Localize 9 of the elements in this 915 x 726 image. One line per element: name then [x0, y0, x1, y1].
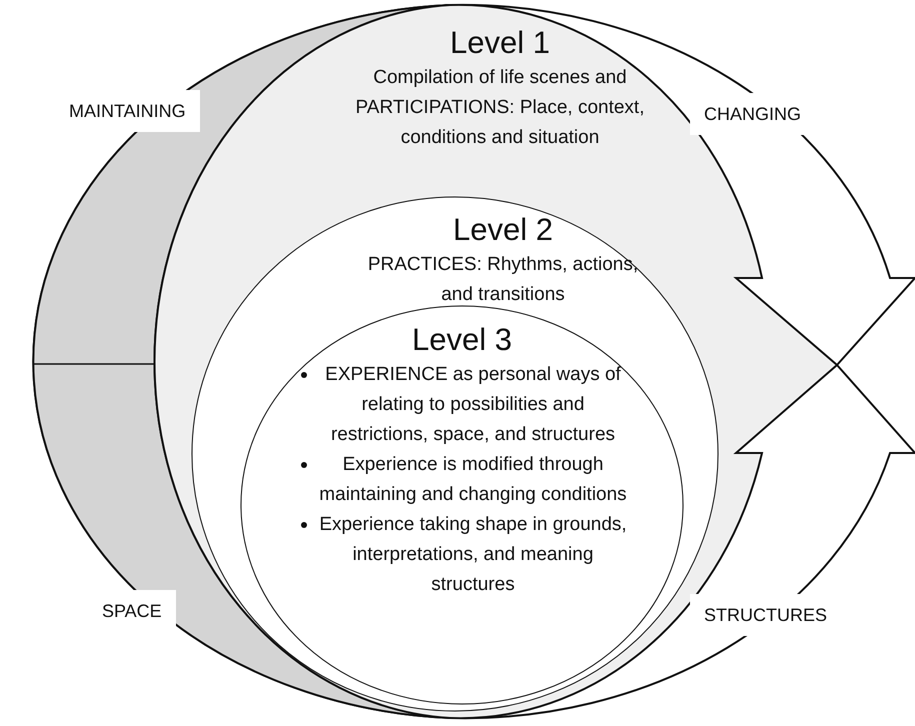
bullet-text: Experience is modified through maintaining and changing conditions [319, 453, 627, 507]
bullet-text: EXPERIENCE as personal ways of relating to possibilities and restrictions, space, and structures [324, 363, 622, 447]
bullet-text: Experience taking shape in grounds, interpretations, and meaning structures [319, 513, 627, 597]
level-heading: Level 2 [452, 212, 554, 248]
level-heading: Level 3 [411, 322, 513, 358]
level-circle [240, 305, 684, 705]
level-heading: Level 1 [449, 25, 551, 61]
level-description: Compilation of life scenes and PARTICIPATIONS: Place, context, conditions and situation [354, 66, 646, 150]
level-description: PRACTICES: Rhythms, actions, and transitions [366, 253, 640, 307]
